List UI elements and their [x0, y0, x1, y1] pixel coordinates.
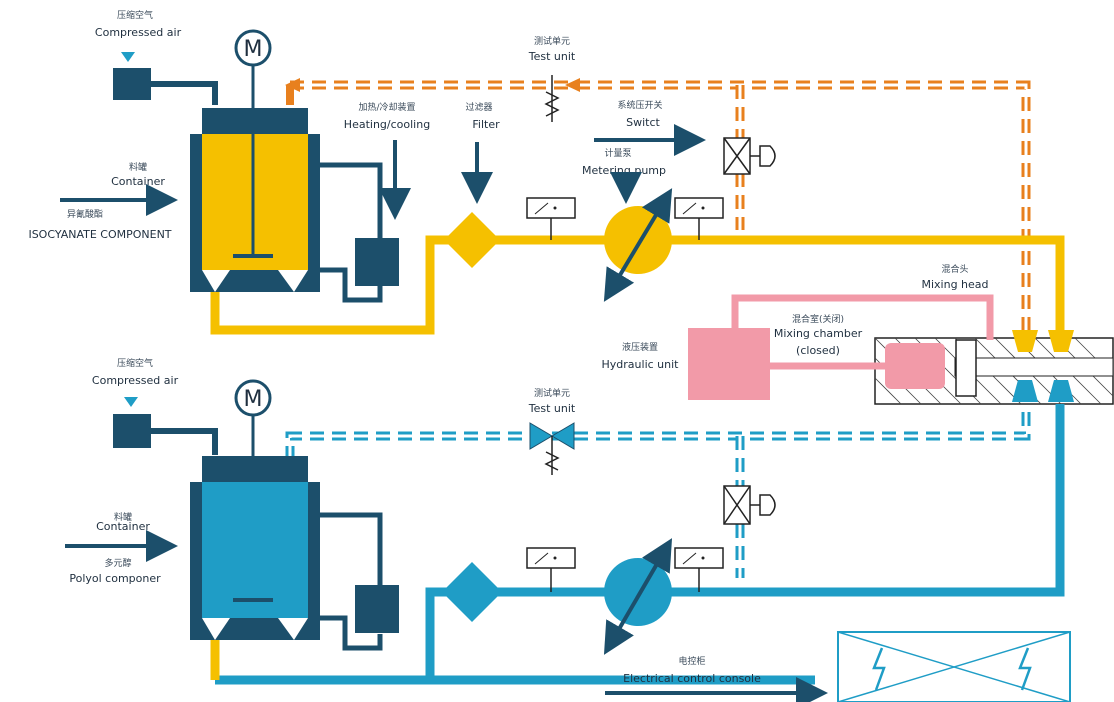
bottom-gauge-icon [526, 547, 576, 592]
bottom-component-label-cn: 多元醇 [104, 557, 131, 569]
top-gauge-icon [526, 197, 576, 240]
bottom-test-unit-label: Test unit [528, 402, 576, 415]
top-filter-label: Filter [472, 118, 500, 131]
top-test-unit-label-cn: 测试单元 [534, 35, 570, 47]
top-test-unit-label: Test unit [528, 50, 576, 63]
bottom-compressed-air-box [113, 414, 151, 448]
mixing-head-label-cn: 混合头 [941, 263, 968, 275]
top-container [190, 108, 320, 292]
bottom-switch-valve-icon [723, 485, 776, 525]
top-heat-exchanger [355, 238, 399, 286]
top-motor-label: M [244, 37, 263, 62]
bottom-container-label: Container [96, 520, 150, 533]
bottom-test-unit-icon [529, 422, 575, 475]
top-switch-valve-icon [723, 137, 776, 175]
top-heating-label-cn: 加热/冷却装置 [358, 101, 415, 113]
bottom-container [190, 456, 320, 640]
top-flow-arrow [565, 78, 580, 92]
hydraulic-label: Hydraulic unit [602, 358, 680, 371]
hydraulic-unit [688, 328, 770, 400]
bottom-air-label-cn: 压缩空气 [117, 357, 153, 369]
top-air-label-cn: 压缩空气 [117, 9, 153, 21]
top-pump-label: Metering pump [582, 164, 666, 177]
bottom-motor-label: M [244, 387, 263, 412]
console-label: Electrical control console [623, 672, 761, 685]
top-air-label: Compressed air [95, 26, 182, 39]
bottom-air-label: Compressed air [92, 374, 179, 387]
top-switch-label-cn: 系统压开关 [617, 99, 662, 111]
mixing-chamber-state: (closed) [796, 344, 840, 357]
hydraulic-label-cn: 液压装置 [622, 341, 658, 353]
console-label-cn: 电控柜 [678, 655, 705, 667]
top-supply-line [210, 235, 1065, 335]
bottom-supply-line [215, 404, 1065, 685]
bottom-container-label-cn: 料罐 [114, 511, 132, 523]
top-component-label: ISOCYANATE COMPONENT [28, 228, 171, 241]
mixing-chamber-label: Mixing chamber [774, 327, 863, 340]
top-flow-arrow [285, 78, 300, 92]
top-container-label: Container [111, 175, 165, 188]
bottom-heat-exchanger [355, 585, 399, 633]
top-gauge-icon [674, 197, 724, 240]
electrical-console [837, 631, 1071, 702]
top-switch-label: Switct [626, 116, 660, 129]
top-compressed-air-box [113, 68, 151, 100]
top-test-unit-icon [544, 75, 560, 122]
bottom-component-label: Polyol componer [69, 572, 161, 585]
top-metering-pump-icon [604, 206, 672, 274]
top-container-label-cn: 料罐 [129, 161, 147, 173]
top-filter-label-cn: 过滤器 [465, 101, 492, 113]
bottom-filter-icon [442, 562, 502, 622]
top-filter-icon [444, 212, 500, 268]
bottom-gauge-icon [674, 547, 724, 592]
mixing-chamber-label-cn: 混合室(关闭) [792, 313, 844, 325]
top-component-label-cn: 异氰酸酯 [67, 208, 103, 220]
top-heating-label: Heating/cooling [344, 118, 430, 131]
top-pump-label-cn: 计量泵 [604, 147, 631, 159]
mixing-head-label: Mixing head [921, 278, 988, 291]
bottom-test-unit-label-cn: 测试单元 [534, 387, 570, 399]
bottom-metering-pump-icon [604, 558, 672, 626]
mixing-head [874, 330, 1114, 405]
